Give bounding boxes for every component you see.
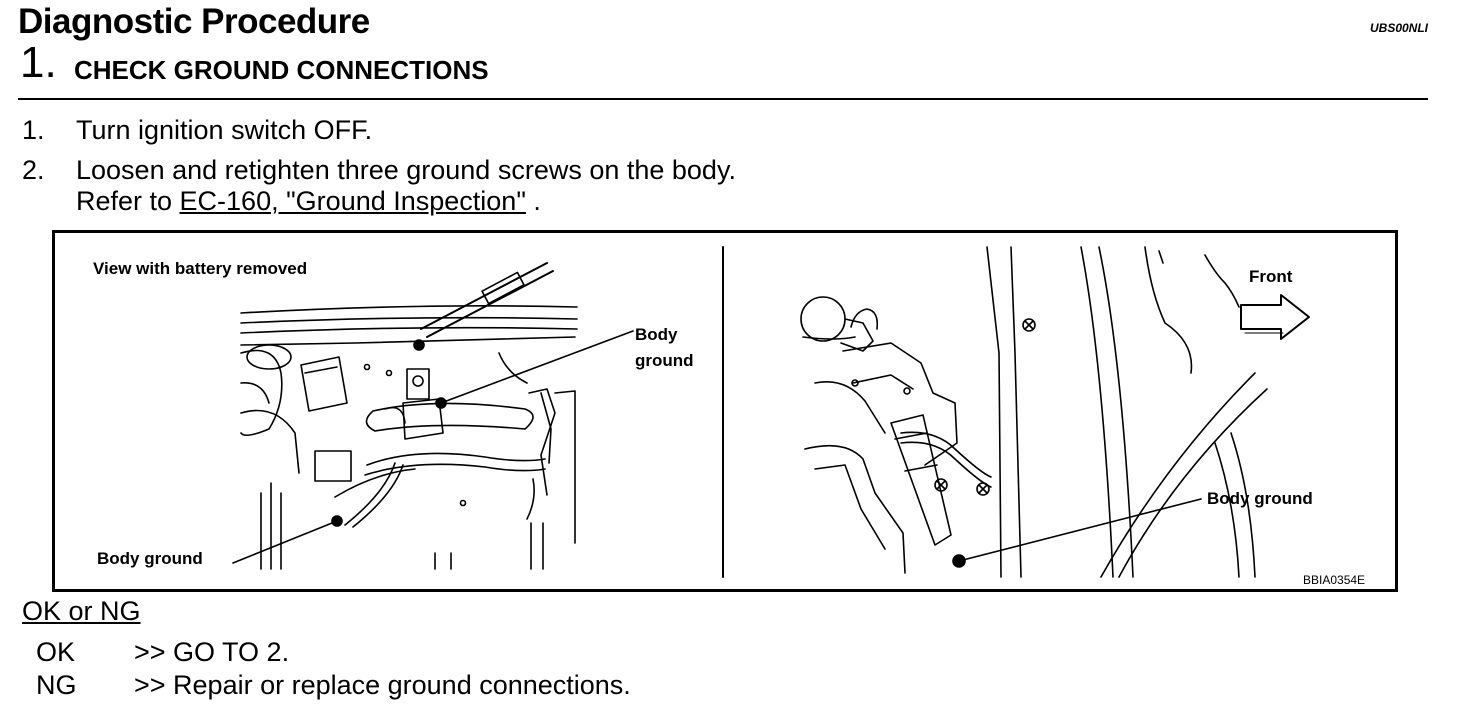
body-ground-label-bottom-left: Body ground xyxy=(97,549,203,568)
instruction-number: 2. xyxy=(22,155,45,185)
left-engine-bay-drawing xyxy=(232,262,634,570)
figure-code: BBIA0354E xyxy=(1303,573,1366,587)
section-divider xyxy=(18,98,1428,100)
result-ok-key: OK xyxy=(36,637,76,667)
reference-suffix: . xyxy=(525,186,541,216)
result-ng-action: >> Repair or replace ground connections. xyxy=(134,670,631,700)
figure-illustration xyxy=(232,246,1310,578)
reference-prefix: Refer to xyxy=(76,186,180,216)
result-ok-action[interactable]: >> GO TO 2. xyxy=(134,637,290,667)
body-ground-label-top-line1: Body xyxy=(635,325,678,344)
instruction-number: 1. xyxy=(22,115,45,145)
front-arrow-icon xyxy=(1240,294,1310,340)
front-direction-label: Front xyxy=(1249,267,1293,286)
ground-location-figure: View with battery removed Body ground Bo… xyxy=(52,230,1398,592)
document-code: UBS00NLI xyxy=(1369,21,1428,35)
page-title: Diagnostic Procedure xyxy=(18,2,370,41)
step-number: 1. xyxy=(20,38,57,87)
reference-link[interactable]: EC-160, "Ground Inspection" xyxy=(179,186,526,216)
result-heading: OK or NG xyxy=(22,596,141,626)
step-title: CHECK GROUND CONNECTIONS xyxy=(74,55,489,85)
right-body-side-drawing xyxy=(800,246,1310,578)
body-ground-label-top-line2: ground xyxy=(635,351,694,370)
left-view-caption: View with battery removed xyxy=(93,259,308,278)
instruction-text: Loosen and retighten three ground screws… xyxy=(76,155,736,185)
result-ng-key: NG xyxy=(36,670,77,700)
body-ground-label-right: Body ground xyxy=(1207,489,1313,508)
instruction-text: Turn ignition switch OFF. xyxy=(76,115,373,145)
